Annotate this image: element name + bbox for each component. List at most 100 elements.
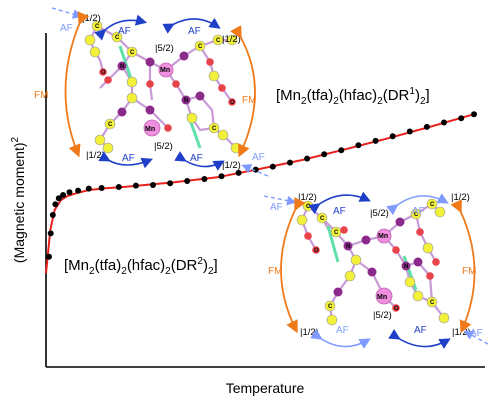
nitrogen-atom [361, 235, 371, 245]
svg-text:N: N [120, 64, 124, 70]
nitrogen-atom [181, 95, 191, 105]
carbon-atom [296, 214, 308, 226]
fit-curve [45, 113, 475, 274]
data-point [85, 185, 92, 192]
carbon-atom [324, 300, 336, 312]
af-arrow [162, 17, 221, 34]
y-axis-title: (Magnetic moment)2 [10, 136, 27, 263]
x-axis-title: Temperature [226, 380, 305, 396]
data-point [49, 212, 56, 218]
nitrogen-atom [145, 57, 155, 67]
data-point [167, 180, 174, 187]
spin-label: |1/2) [82, 13, 101, 24]
carbon-atom [194, 40, 206, 52]
data-point [201, 176, 208, 182]
svg-text:C: C [95, 24, 100, 30]
coupling-label: AF [414, 325, 427, 336]
coupling-label: AF [118, 26, 131, 37]
svg-text:O: O [314, 248, 319, 254]
svg-text:C: C [198, 44, 203, 50]
svg-text:Mn: Mn [160, 67, 170, 74]
manganese-atom [143, 119, 161, 137]
data-point [52, 201, 59, 208]
data-point [269, 163, 276, 170]
coupling-label: AF [412, 206, 425, 217]
data-point [338, 147, 345, 154]
manganese-atom [375, 287, 393, 305]
carbon-atom [434, 206, 446, 218]
coupling-label: AF [336, 325, 349, 336]
data-point [441, 119, 447, 126]
af-arrow [174, 151, 225, 171]
manganese-atom [376, 228, 392, 244]
coupling-label: AF [270, 202, 283, 213]
af-arrow-light [310, 328, 371, 349]
oxygen-atom [416, 228, 424, 236]
spin-label: |1/2) [222, 160, 241, 171]
data-point [389, 133, 396, 140]
svg-text:C: C [216, 38, 221, 44]
carbon-atom [208, 70, 220, 82]
fm-arrow [450, 199, 476, 334]
spin-label: |1/2) [300, 327, 319, 338]
nitrogen-atom [343, 241, 353, 251]
oxygen-atom [99, 68, 107, 76]
coupling-label: FM [268, 266, 282, 277]
coupling-label: AF [60, 23, 73, 34]
data-point [98, 185, 105, 191]
af-arrow [388, 329, 451, 349]
carbon-atom [186, 112, 198, 124]
carbon-atom [344, 270, 356, 282]
data-point [66, 189, 73, 196]
spin-label: |5/2) [370, 208, 389, 219]
af-arrow-light [263, 195, 297, 206]
svg-text:O: O [394, 306, 399, 312]
nitrogen-atom [367, 267, 377, 277]
oxygen-atom [312, 246, 320, 254]
svg-text:Mn: Mn [145, 126, 155, 133]
svg-text:N: N [346, 244, 350, 250]
carbon-atom [89, 46, 101, 58]
data-point [235, 169, 242, 176]
carbon-atom [404, 276, 416, 288]
svg-text:C: C [334, 230, 339, 236]
coupling-label: FM [242, 95, 256, 106]
carbon-atom [94, 134, 106, 146]
spin-label: |1/2) [451, 192, 470, 203]
fm-arrow [280, 197, 306, 334]
data-point [287, 159, 293, 166]
carbon-atom [126, 76, 138, 88]
af-arrow-light [241, 164, 269, 177]
carbon-atom [104, 118, 116, 130]
carbon-atom [412, 290, 424, 302]
data-point [372, 137, 379, 144]
data-point [46, 253, 52, 260]
data-point [55, 195, 62, 202]
svg-text:C: C [430, 300, 435, 306]
nitrogen-atom [179, 51, 189, 61]
nitrogen-atom [117, 107, 127, 117]
data-point [458, 115, 465, 122]
y-axis-title-main: (Magnetic moment) [11, 142, 27, 263]
af-arrow-light [51, 7, 83, 19]
spin-label: |5/2) [373, 310, 392, 321]
data-point [321, 151, 328, 158]
formula-dr2: [Mn2(tfa)2(hfac)2(DR2)2] [64, 256, 218, 277]
nitrogen-atom [333, 287, 343, 297]
coupling-label: AF [333, 206, 346, 217]
oxygen-atom [218, 84, 226, 92]
oxygen-atom [146, 80, 154, 88]
fm-arrow [64, 11, 90, 158]
data-point [252, 166, 259, 173]
spin-label: |1/2) [222, 34, 241, 45]
nitrogen-atom [117, 61, 127, 71]
svg-text:O: O [101, 70, 106, 76]
nitrogen-atom [413, 257, 423, 267]
coupling-label: AF [252, 152, 265, 163]
carbon-atom [422, 242, 434, 254]
oxygen-atom [392, 304, 400, 312]
data-point [218, 173, 225, 180]
oxygen-atom [340, 226, 348, 234]
oxygen-atom [164, 124, 172, 132]
